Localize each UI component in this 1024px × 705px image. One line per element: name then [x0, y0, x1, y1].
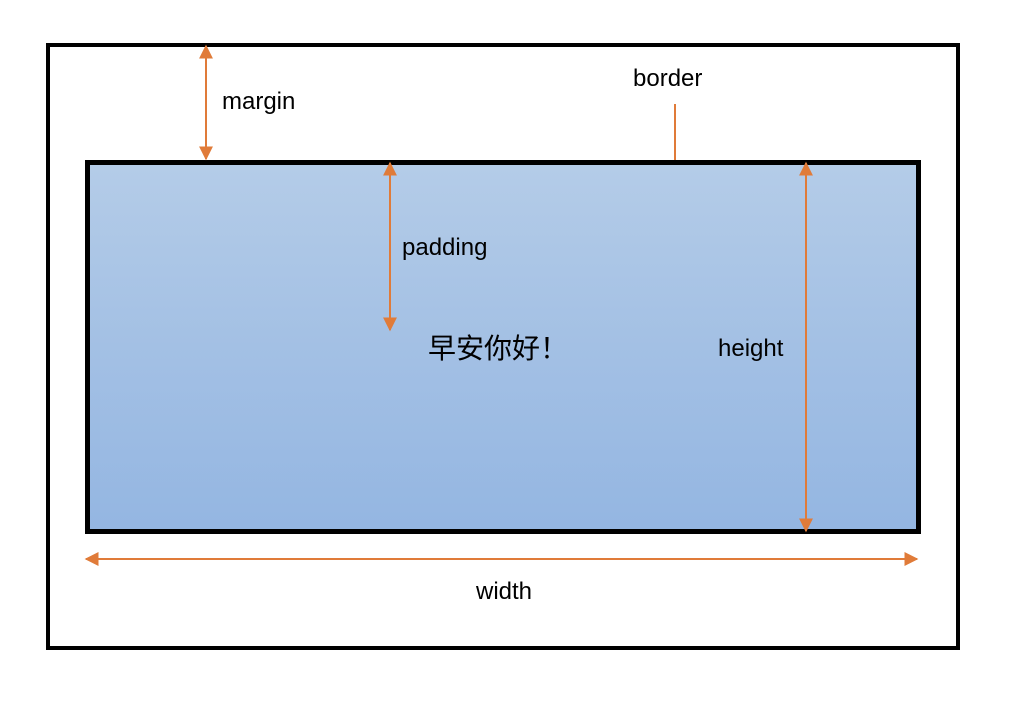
width-label: width: [476, 578, 533, 605]
content-text: 早安你好！: [428, 332, 569, 365]
border-label: border: [633, 65, 703, 92]
border-box: [85, 160, 921, 534]
margin-label: margin: [222, 88, 296, 115]
height-label: height: [718, 335, 784, 362]
padding-label: padding: [402, 234, 488, 261]
